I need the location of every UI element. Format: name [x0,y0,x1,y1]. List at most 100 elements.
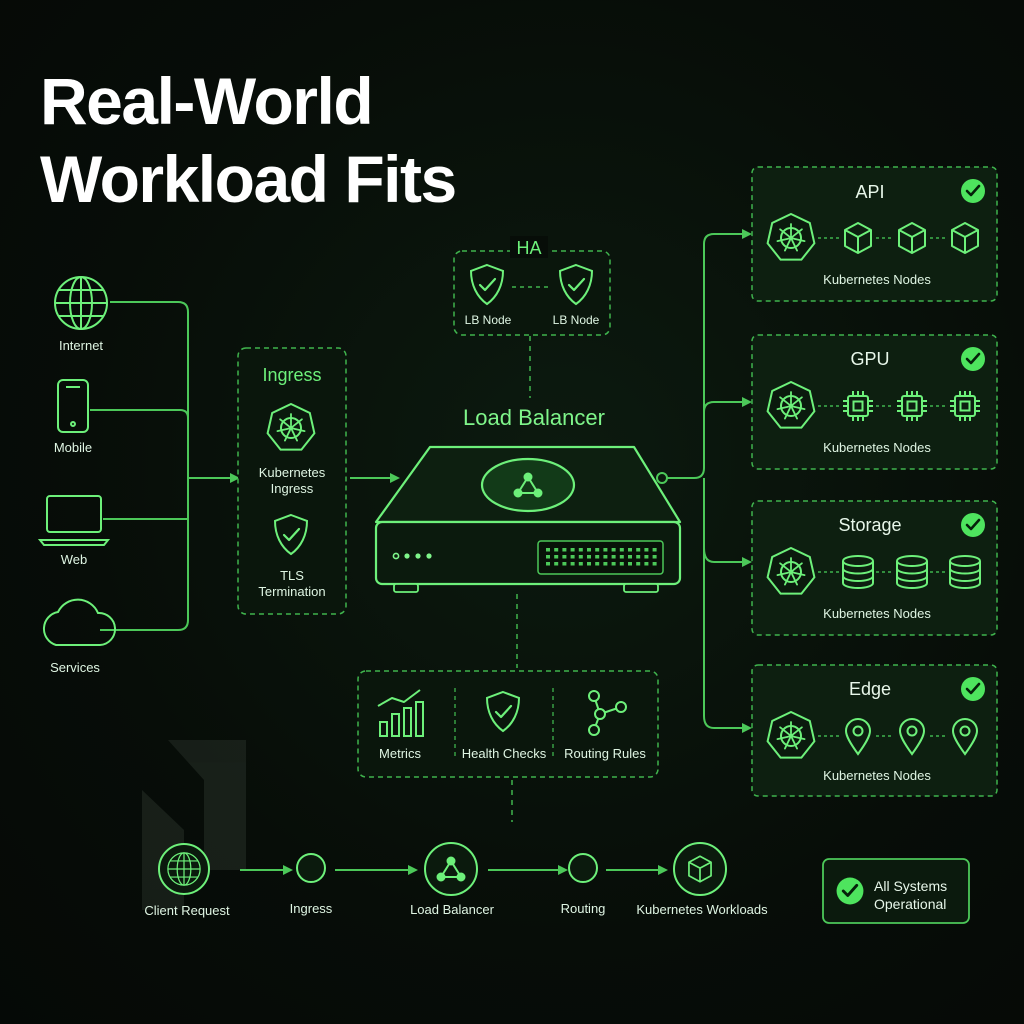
port [636,555,641,559]
kubernetes-icon [766,213,816,261]
port [587,562,591,566]
port [546,562,550,566]
pool-title-api: API [855,182,885,202]
port [644,562,649,566]
port [603,562,608,566]
pool-card-frame [751,334,998,470]
port [562,562,567,566]
source-label-mobile: Mobile [53,440,93,455]
port [619,548,624,552]
monitoring-label-routing-rules: Routing Rules [564,746,646,761]
pool-nodes-label-gpu: Kubernetes Nodes [823,440,931,455]
port [562,548,567,552]
smartphone-icon [57,379,89,433]
check-icon [959,511,987,539]
status-line-1: All Systems [874,878,948,894]
monitoring-panel [357,670,659,778]
pool-nodes-label-edge: Kubernetes Nodes [823,768,931,783]
kubernetes-icon [766,381,816,429]
port [628,562,632,566]
check-icon [959,345,987,373]
port [619,562,624,566]
ha-panel [453,250,611,336]
port [603,548,608,552]
port [636,562,641,566]
port-grid [546,548,657,566]
load-balancer-title: Load Balancer [463,405,605,430]
port [546,548,550,552]
port [554,548,559,552]
page-title: Real-World Workload Fits [40,62,457,218]
bar-chart-icon [377,689,424,737]
ingress-k8s-label: Kubernetes Ingress [258,465,326,496]
node-pool-card [751,166,998,302]
title-line-2: Workload Fits [40,142,457,216]
cloud-icon [42,598,116,646]
pool-title-edge: Edge [848,679,892,699]
port [652,562,657,566]
check-icon [835,876,865,906]
connectors [90,233,744,871]
pool-nodes-label-api: Kubernetes Nodes [823,272,931,287]
port [554,562,559,566]
port [619,555,624,559]
globe-icon [167,852,201,886]
port [570,562,575,566]
pool-card-frame [751,500,998,636]
ingress-panel [237,347,347,615]
ingress-title: Ingress [262,365,322,385]
ha-node-right-label: LB Node [552,313,600,327]
kubernetes-icon [766,711,816,759]
flow-kubernetes-workloads [673,842,727,896]
port [570,548,575,552]
check-icon [959,177,987,205]
ha-title: HA [516,238,542,258]
arrowheads [230,229,752,875]
port [636,548,641,552]
port [578,548,583,552]
node-pool-card [751,334,998,470]
flow-label-kubernetes-workloads: Kubernetes Workloads [636,902,768,917]
pool-card-frame [751,664,998,797]
monitoring-label-health-checks: Health Checks [461,746,547,761]
network-icon [588,690,627,736]
port [554,555,559,559]
node-pool-card [751,500,998,636]
node-pools [751,166,998,797]
status-text: All Systems Operational [874,877,947,913]
flow-load-balancer [424,842,478,896]
flow-label-client-request: Client Request [144,903,230,918]
port [562,555,567,559]
source-label-services: Services [50,660,100,675]
flow-client-request [158,843,210,895]
port [628,555,632,559]
port [628,548,632,552]
flow-ingress-node [296,853,326,883]
node-pool-card [751,664,998,797]
port [611,562,616,566]
check-icon [959,675,987,703]
port [587,555,591,559]
ingress-tls-label: TLS Termination [258,568,326,599]
port [578,562,583,566]
kubernetes-icon [266,403,316,451]
ha-node-left-label: LB Node [464,313,512,327]
port [587,548,591,552]
port [644,548,649,552]
port [611,555,616,559]
port [611,548,616,552]
flow-label-routing: Routing [560,901,606,916]
status-badge [822,858,970,924]
flow-label-ingress: Ingress [289,901,333,916]
flow-label-load-balancer: Load Balancer [410,902,494,917]
pool-title-gpu: GPU [850,349,890,369]
connector-port [656,472,668,484]
port [578,555,583,559]
port [546,555,550,559]
pool-nodes-label-storage: Kubernetes Nodes [823,606,931,621]
port [595,555,600,559]
dashed-connectors [511,336,531,822]
port [603,555,608,559]
